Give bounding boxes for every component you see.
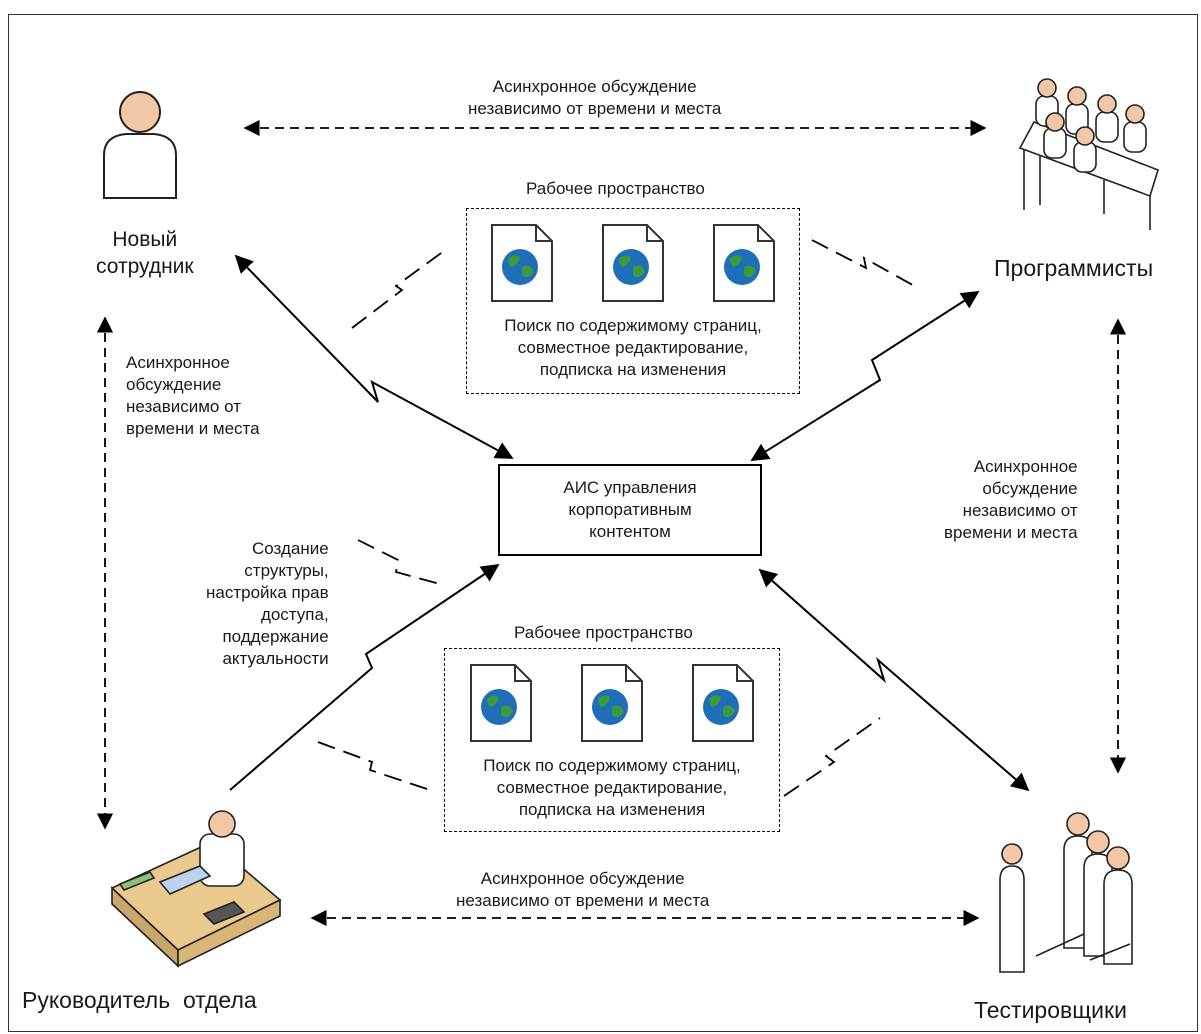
workspace-top-title: Рабочее пространство: [526, 179, 705, 198]
testers-group-icon: [999, 812, 1133, 973]
workspace-top-docs: [467, 223, 799, 303]
ws-link-top-right: [811, 239, 919, 289]
new-employee-figure-icon: [103, 91, 177, 199]
async-label-left: Асинхронное обсуждение независимо от вре…: [126, 353, 260, 439]
async-label-top: Асинхронное обсуждение независимо от вре…: [468, 77, 722, 119]
web-page-globe-icon: [580, 664, 643, 742]
actor-label-testers: Тестировщики: [974, 997, 1127, 1023]
actor-label-programmers: Программисты: [994, 255, 1154, 281]
link-programmers: [750, 291, 980, 461]
programmers-meeting-icon: [1018, 78, 1159, 230]
async-label-right: Асинхронное обсуждение независимо от вре…: [944, 457, 1078, 543]
head-at-desk-icon: [110, 810, 282, 968]
central-system-box: АИС управления корпоративным контентом: [498, 464, 762, 556]
central-system-label: АИС управления корпоративным контентом: [563, 477, 697, 542]
ws-link-top-left: [351, 247, 449, 329]
web-page-globe-icon: [712, 224, 775, 302]
actor-label-head: Руководитель отдела: [22, 987, 257, 1013]
link-new-employee: [234, 254, 514, 459]
workspace-bottom-title: Рабочее пространство: [514, 623, 693, 642]
ws-link-admin: [357, 539, 441, 585]
ws-link-bottom-left: [317, 741, 431, 791]
new-employee-label-text: Новый сотрудник: [96, 228, 194, 279]
web-page-globe-icon: [692, 664, 755, 742]
async-label-bottom: Асинхронное обсуждение независимо от вре…: [456, 869, 710, 911]
diagram-frame: [8, 14, 1198, 1032]
link-testers: [758, 568, 1030, 792]
ws-link-bottom-right: [783, 717, 881, 797]
link-head: [229, 563, 500, 791]
web-page-globe-icon: [491, 224, 554, 302]
workspace-bottom-docs: [445, 663, 779, 743]
actor-label-new-employee: Новый сотрудник: [96, 226, 194, 281]
workspace-top: Поиск по содержимому страниц, совместное…: [466, 208, 800, 394]
admin-tasks-label: Создание структуры, настройка прав досту…: [206, 539, 329, 669]
workspace-bottom-description: Поиск по содержимому страниц, совместное…: [483, 756, 741, 820]
web-page-globe-icon: [601, 224, 664, 302]
workspace-bottom: Поиск по содержимому страниц, совместное…: [444, 648, 780, 832]
workspace-top-description: Поиск по содержимому страниц, совместное…: [504, 316, 762, 380]
web-page-globe-icon: [469, 664, 532, 742]
